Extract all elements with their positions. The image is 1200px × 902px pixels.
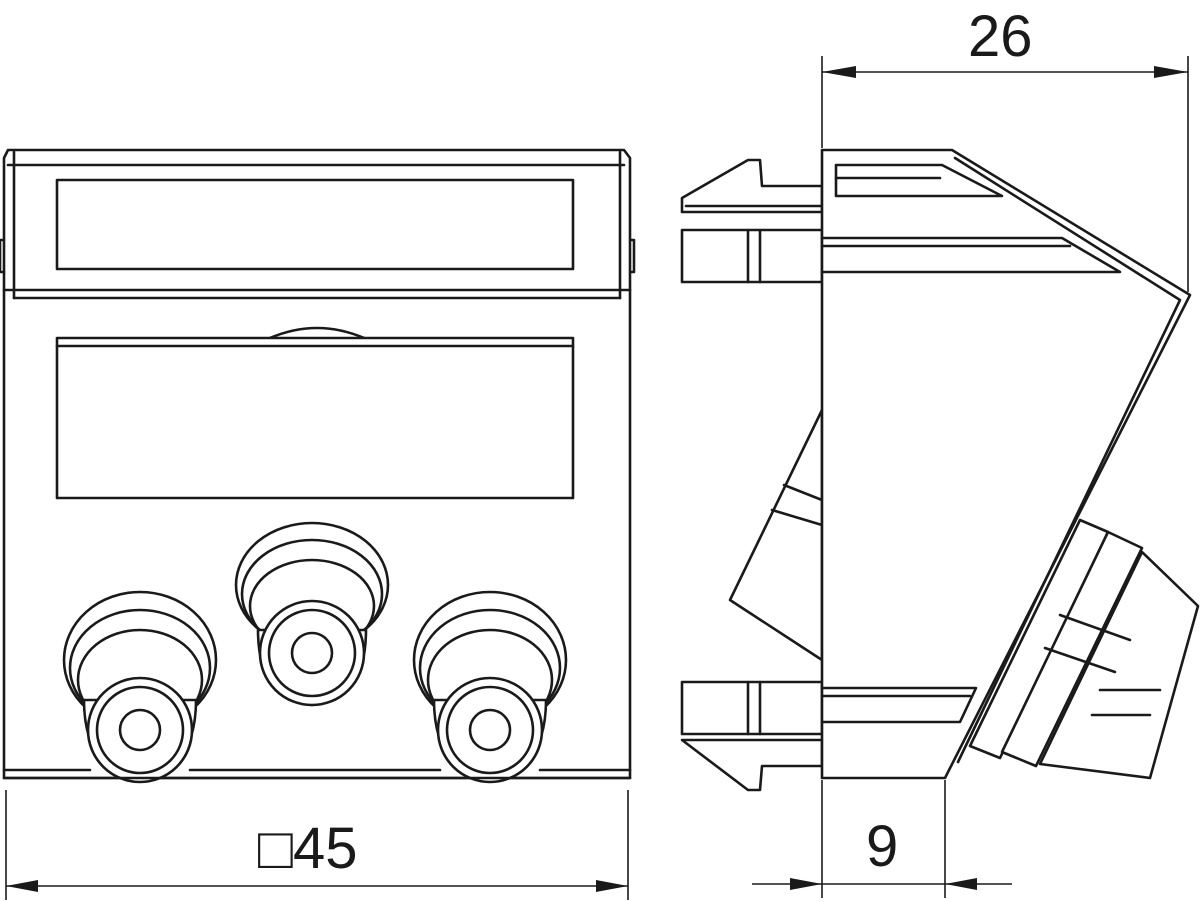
- side-view: [680, 148, 1200, 792]
- coax-connector-right: [412, 590, 568, 784]
- upper-label-window: [55, 178, 575, 271]
- coax-connector-center: [234, 521, 390, 707]
- offset-dimension: 9: [752, 780, 1012, 898]
- lower-label-window: [55, 336, 575, 500]
- depth-dimension-label: 26: [968, 4, 1033, 69]
- offset-dimension-label: 9: [866, 814, 898, 879]
- front-view: [0, 148, 636, 784]
- width-dimension-label: □45: [258, 816, 358, 881]
- coax-connector-left: [62, 590, 218, 784]
- side-connector: [968, 518, 1200, 780]
- width-dimension: □45: [5, 790, 629, 900]
- depth-dimension: 26: [821, 4, 1189, 292]
